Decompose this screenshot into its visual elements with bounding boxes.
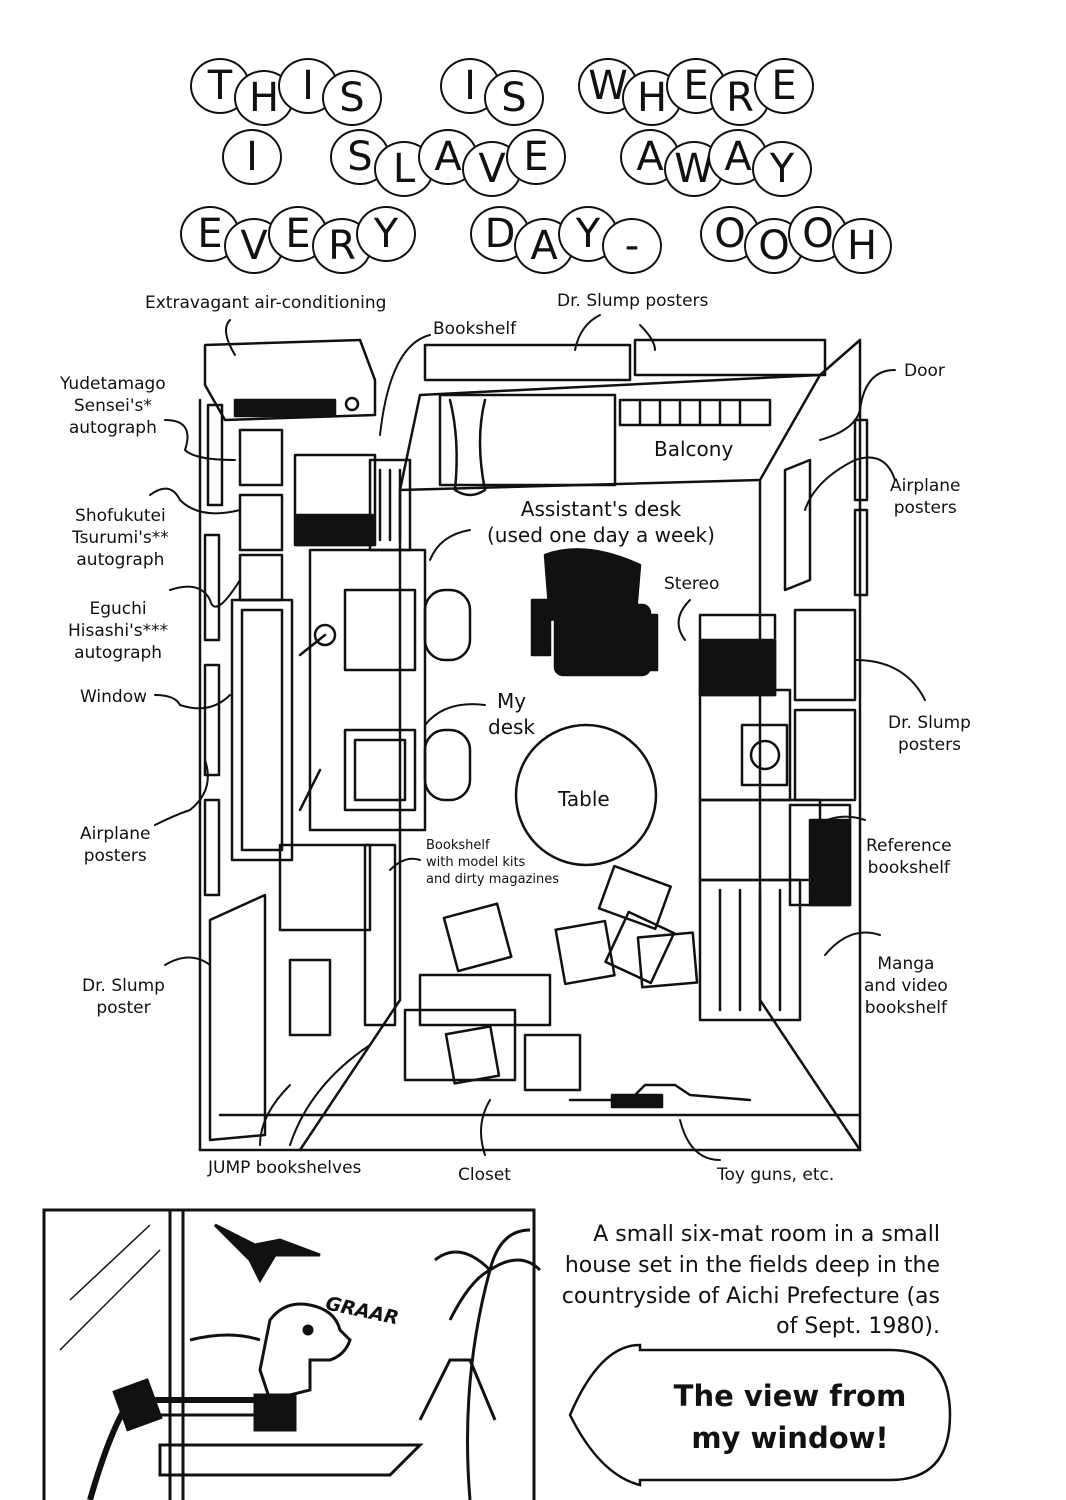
label-bookshelf-kits: Bookshelf with model kits and dirty maga… <box>426 838 560 887</box>
lamp-arm-icon <box>87 1378 424 1500</box>
title-letter: Y <box>356 206 416 262</box>
label-window: Window <box>80 687 148 707</box>
bookshelf-top-left <box>293 453 412 552</box>
label-drslump-top: Dr. Slump posters <box>557 291 709 311</box>
label-assistant-desk: Assistant's desk (used one day a week) <box>487 497 715 547</box>
title-letter: H <box>832 218 892 274</box>
label-yudetamago: Yudetamago Sensei's* autograph <box>60 374 166 439</box>
label-closet: Closet <box>458 1165 511 1185</box>
label-reference: Reference bookshelf <box>866 836 952 879</box>
window-frame <box>230 598 294 862</box>
label-door: Door <box>904 361 945 381</box>
title-letter: - <box>602 218 662 274</box>
jump-bookshelves <box>403 973 582 1092</box>
label-table: Table <box>558 787 610 811</box>
balcony-window <box>438 393 772 497</box>
title-letter: Y <box>752 141 812 197</box>
label-manga: Manga and video bookshelf <box>864 954 948 1019</box>
label-toys: Toy guns, etc. <box>717 1165 835 1185</box>
label-drslump-left: Dr. Slump poster <box>82 976 165 1019</box>
label-jump: JUMP bookshelves <box>208 1158 362 1178</box>
scattered-magazines <box>442 864 699 989</box>
label-airplane-right: Airplane posters <box>890 476 961 519</box>
title-letter: S <box>484 70 544 126</box>
leader-arrows <box>149 314 926 1161</box>
label-my-desk: My desk <box>488 689 536 739</box>
label-shofukutei: Shofukutei Tsurumi's** autograph <box>72 506 169 571</box>
pterodactyl-icon <box>213 1223 321 1284</box>
my-desk <box>298 548 472 832</box>
title-letter: A <box>620 129 680 185</box>
title-letter: O <box>788 206 848 262</box>
arrow-callout-text: The view from my window! <box>673 1379 907 1456</box>
title-letter: I <box>222 129 282 185</box>
assistant-chair <box>530 548 659 677</box>
label-eguchi: Eguchi Hisashi's*** autograph <box>68 599 169 664</box>
volcano-icon <box>418 1358 497 1421</box>
label-balcony: Balcony <box>654 437 734 461</box>
caption: A small six-mat room in a small house se… <box>561 1222 940 1340</box>
palm-tree-icon <box>434 1228 542 1500</box>
title-letter: E <box>506 129 566 185</box>
label-aircon: Extravagant air-conditioning <box>145 293 387 313</box>
title-letter: E <box>754 58 814 114</box>
top-poster-1 <box>423 343 632 382</box>
top-poster-2 <box>633 338 827 377</box>
bookshelf-kits <box>278 843 397 1037</box>
label-bookshelf-top: Bookshelf <box>433 319 517 339</box>
label-drslump-right: Dr. Slump posters <box>888 713 971 756</box>
monster-icon <box>189 1302 352 1402</box>
arrow-shape <box>568 1343 952 1487</box>
stereo-shelf <box>698 613 852 1022</box>
table-circle <box>514 723 658 867</box>
label-stereo: Stereo <box>664 574 720 594</box>
title-letter: S <box>322 70 382 126</box>
label-airplane-left: Airplane posters <box>80 824 151 867</box>
aircon-unit <box>203 338 377 422</box>
